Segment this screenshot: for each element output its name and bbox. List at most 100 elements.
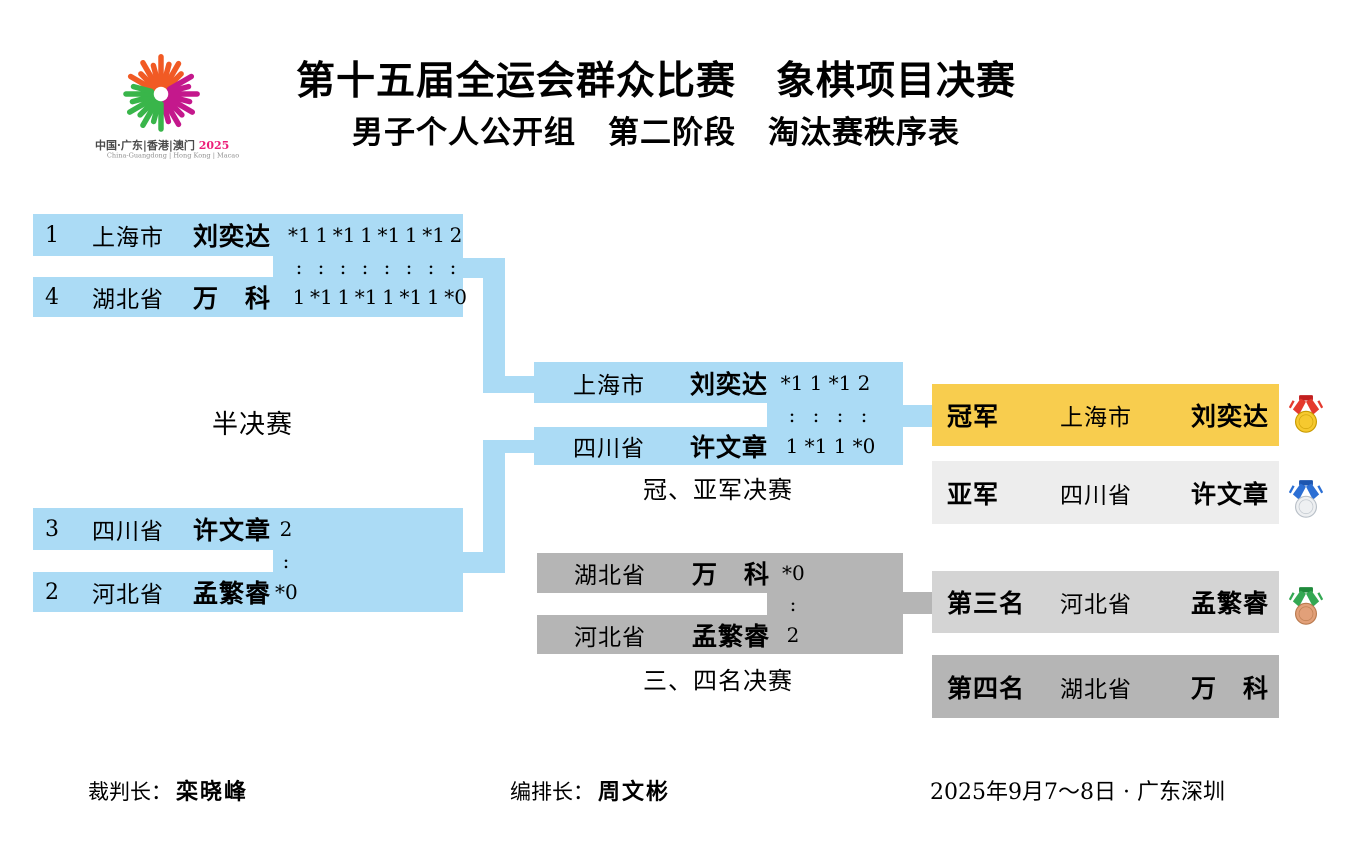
final-label: 冠、亚军决赛 [643, 476, 793, 504]
score-separator-row: : : : : : : : : [33, 254, 464, 279]
player-region: 河北省 [574, 624, 646, 651]
result-row-champion: 冠军 上海市 刘奕达 [932, 384, 1279, 446]
colon-cell: : [860, 403, 868, 427]
score-cell: *1 [804, 434, 828, 458]
player-name: 孟繁睿 [193, 579, 272, 608]
colon-cell: : [339, 254, 347, 279]
divider-band [537, 593, 767, 615]
score-cell: *1 [780, 370, 804, 395]
player-region: 上海市 [1060, 405, 1132, 431]
match-row: 湖北省 万 科 *0 [537, 553, 903, 593]
score-cell: *1 [828, 370, 852, 395]
player-name: 许文章 [690, 433, 769, 462]
score-row: *1 1 *1 2 [780, 362, 876, 403]
player-region: 上海市 [573, 372, 645, 399]
divider-band [33, 256, 273, 277]
logo-caption-en: China-Guangdong | Hong Kong | Macao [106, 152, 240, 160]
colon-cell: : [427, 254, 435, 279]
player-region: 四川省 [92, 519, 164, 545]
player-region: 湖北省 [574, 563, 646, 589]
player-name: 刘奕达 [193, 222, 272, 251]
chief-scheduler: 编排长：周文彬 [510, 774, 670, 806]
colon-cell: : [317, 254, 325, 279]
score-cell: 1 [382, 285, 395, 309]
player-region: 湖北省 [1060, 676, 1132, 703]
score-separator-row: : : : : [534, 403, 903, 427]
connector-sf2-vertical [483, 440, 505, 573]
colon-cell: : [788, 403, 796, 427]
bronze-medal-icon [1289, 587, 1323, 625]
score-separator-row: : [33, 549, 463, 573]
player-name: 孟繁睿 [692, 621, 771, 651]
gold-medal-icon [1289, 395, 1323, 433]
score-cell: 2 [857, 370, 871, 395]
score-row: 2 [275, 508, 297, 550]
score-cell: *1 [399, 285, 423, 309]
colon-cell: : [789, 592, 797, 616]
player-region: 上海市 [92, 225, 164, 251]
semifinal1-match-box: 1 上海市 刘奕达 *1 1 *1 1 *1 1 *1 2 : : : : : … [33, 214, 467, 317]
logo-caption-cn: 中国·广东|香港|澳门 2025 [95, 140, 229, 152]
score-row: 1 *1 1 *0 [780, 427, 876, 465]
colon-cell: : [282, 549, 290, 573]
match-row: 1 上海市 刘奕达 *1 1 *1 1 *1 1 *1 2 [33, 214, 463, 256]
match-row: 4 湖北省 万 科 1 *1 1 *1 1 *1 1 *0 [33, 277, 467, 317]
score-cell: 1 [809, 370, 823, 395]
event-date-location: 2025年9月7～8日 · 广东深圳 [930, 780, 1225, 805]
match-row: 四川省 许文章 1 *1 1 *0 [534, 427, 903, 465]
rank-label: 第四名 [947, 673, 1026, 703]
page-title: 第十五届全运会群众比赛 象棋项目决赛 [295, 58, 1016, 104]
match-row: 河北省 孟繁睿 2 [537, 615, 903, 654]
colon-cell: : [812, 403, 820, 427]
match-row: 上海市 刘奕达 *1 1 *1 2 [534, 362, 903, 403]
player-region: 河北省 [92, 582, 164, 608]
chief-referee-label: 裁判长： [88, 780, 172, 804]
semifinal-label: 半决赛 [211, 410, 293, 440]
player-name: 刘奕达 [690, 369, 769, 399]
silver-medal-icon [1289, 480, 1323, 518]
colon-cell: : [449, 254, 457, 279]
rank-label: 冠军 [947, 402, 1000, 431]
fireworks-logo-icon [123, 54, 200, 132]
score-cell: 1 [833, 434, 847, 458]
score-separator-row: : [537, 592, 903, 616]
score-cell: *0 [444, 285, 467, 309]
connector-sf1-stub [462, 258, 483, 278]
colon-row: : [275, 549, 297, 573]
score-cell: 2 [279, 517, 293, 541]
seed-number: 2 [45, 579, 59, 605]
match-row: 3 四川省 许文章 2 [33, 508, 463, 550]
semifinal2-match-box: 3 四川省 许文章 2 : 2 河北省 孟繁睿 *0 [33, 508, 463, 612]
connector-sf1-vertical [483, 258, 505, 393]
score-cell: 2 [449, 223, 463, 247]
colon-cell: : [405, 254, 413, 279]
score-cell: 1 [426, 285, 440, 309]
score-cell: *1 [310, 285, 333, 309]
national-games-logo: 中国·广东|香港|澳门 2025 China-Guangdong | Hong … [95, 48, 240, 161]
score-row: 2 [782, 615, 804, 654]
player-region: 四川省 [573, 436, 645, 462]
player-name: 刘奕达 [1190, 402, 1269, 431]
colon-row: : : : : : : : : [288, 254, 464, 279]
score-row: *1 1 *1 1 *1 1 *1 2 [288, 214, 467, 256]
player-name: 许文章 [193, 516, 272, 545]
colon-cell: : [836, 403, 844, 427]
player-name: 万 科 [692, 560, 771, 589]
score-cell: *1 [422, 223, 445, 247]
chief-referee: 裁判长：栾晓峰 [88, 774, 248, 806]
score-row: *0 [275, 572, 298, 612]
score-cell: 1 [404, 223, 418, 247]
player-region: 湖北省 [92, 287, 164, 313]
score-cell: *0 [852, 434, 876, 458]
seed-number: 4 [45, 284, 59, 310]
player-region: 河北省 [1060, 592, 1132, 618]
score-cell: *1 [288, 223, 311, 247]
chief-scheduler-name: 周文彬 [598, 779, 671, 805]
score-row: *0 [782, 553, 805, 593]
match-row: 2 河北省 孟繁睿 *0 [33, 572, 463, 612]
score-cell: 1 [360, 223, 373, 247]
score-row: 1 *1 1 *1 1 *1 1 *0 [288, 277, 467, 317]
score-cell: *1 [377, 223, 401, 247]
score-cell: 1 [292, 285, 306, 309]
